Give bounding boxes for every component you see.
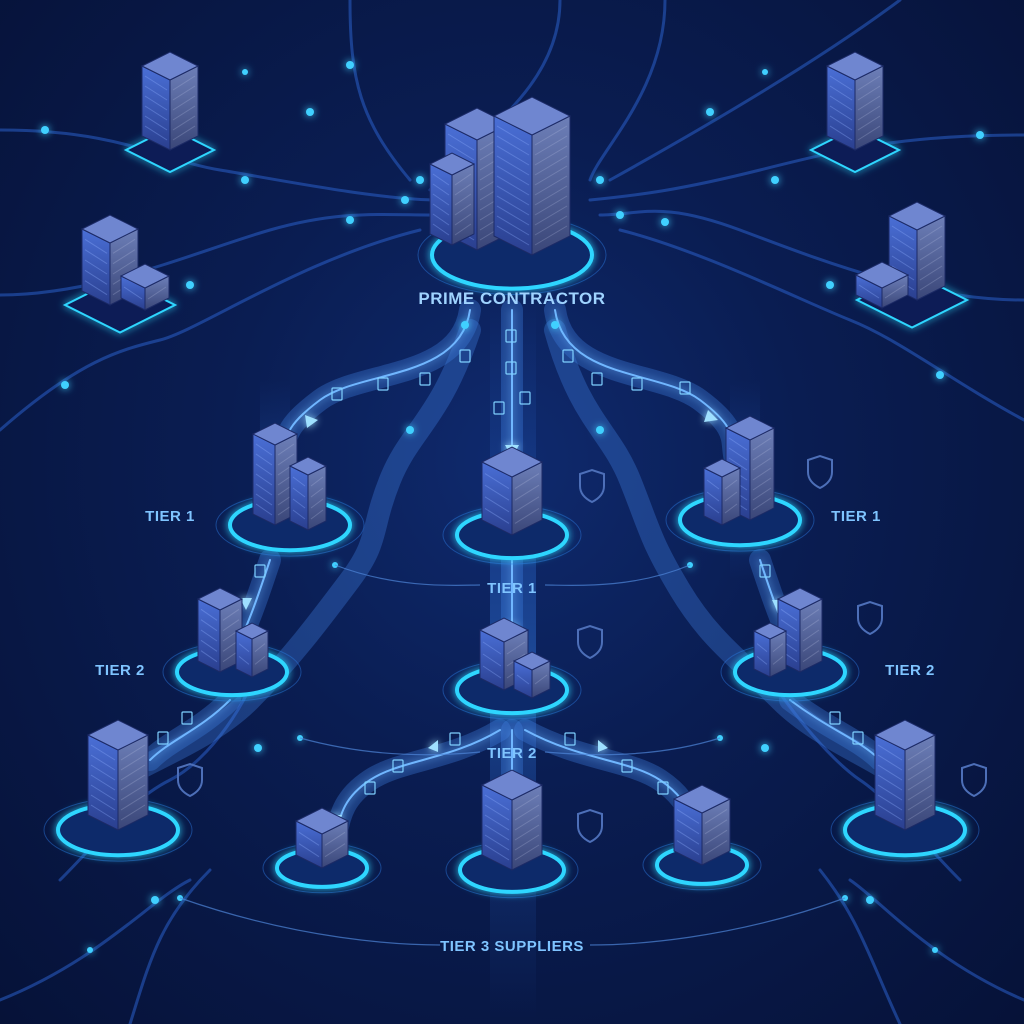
building-tier2-outer-left <box>43 719 193 862</box>
network-nodes <box>41 61 984 953</box>
building-tier3-left <box>262 807 382 894</box>
building-tier2-center <box>442 617 582 720</box>
building-tier3-center <box>445 769 579 899</box>
building-layer <box>43 51 980 899</box>
tier1-center-label: TIER 1 <box>487 580 537 597</box>
building-corner-tr <box>808 51 902 174</box>
building-tier3-right <box>642 784 762 891</box>
shield-icon <box>177 454 987 844</box>
building-tier1-right <box>665 415 815 552</box>
tier-connector-arcs <box>179 564 846 946</box>
tier1-right-label: TIER 1 <box>831 508 881 525</box>
building-tier2-outer-right <box>830 719 980 862</box>
document-icon <box>157 329 864 795</box>
building-tier1-left <box>215 422 365 557</box>
tier2-left-label: TIER 2 <box>95 662 145 679</box>
tier1-left-label: TIER 1 <box>145 508 195 525</box>
tier2-center-label: TIER 2 <box>487 745 537 762</box>
building-corner-ml <box>62 214 178 334</box>
building-prime <box>417 96 607 295</box>
labels: PRIME CONTRACTOR TIER 1 TIER 1 TIER 1 TI… <box>95 289 935 955</box>
building-tier2-right <box>720 587 860 702</box>
prime-contractor-label: PRIME CONTRACTOR <box>418 289 605 308</box>
tier2-right-label: TIER 2 <box>885 662 935 679</box>
building-tier2-left <box>162 587 302 702</box>
building-corner-mr <box>854 201 970 329</box>
tier3-suppliers-label: TIER 3 SUPPLIERS <box>440 938 584 955</box>
building-corner-tl <box>123 51 217 174</box>
building-tier1-center <box>442 446 582 565</box>
